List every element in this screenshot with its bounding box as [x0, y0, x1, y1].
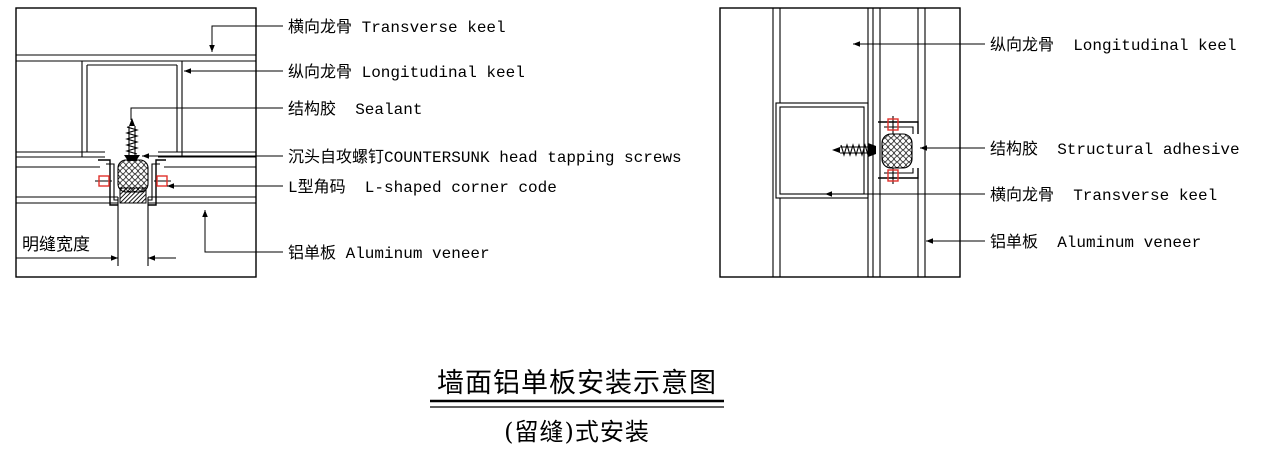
label-longitudinal-keel: 纵向龙骨 Longitudinal keel — [990, 36, 1236, 55]
title-block: 墙面铝单板安装示意图 (留缝)式安装 — [430, 368, 724, 446]
left-bolts — [95, 175, 171, 187]
screw-countersunk-head — [868, 143, 876, 157]
right-aluminum-veneer — [917, 8, 926, 277]
diagram-title: 墙面铝单板安装示意图 — [437, 368, 717, 399]
diagram-subtitle: (留缝)式安装 — [504, 418, 650, 446]
sealant-blob — [117, 159, 149, 193]
screw-threads — [125, 126, 139, 155]
screw-tip — [129, 118, 135, 126]
left-lower-plates — [16, 151, 256, 168]
left-transverse-keel — [16, 54, 256, 62]
structural-adhesive-blob — [881, 133, 913, 169]
leader-aluminum-veneer — [202, 210, 283, 253]
left-l-corner-code — [98, 159, 166, 206]
screw-threads — [840, 143, 869, 157]
screw-tip — [832, 147, 840, 153]
left-labels: 横向龙骨 Transverse keel 纵向龙骨 Longitudinal k… — [288, 18, 682, 263]
corner-code-bottom — [878, 168, 919, 179]
label-longitudinal-keel: 纵向龙骨 Longitudinal keel — [288, 63, 525, 82]
right-labels: 纵向龙骨 Longitudinal keel 结构胶 Structural ad… — [990, 36, 1240, 252]
leader-transverse-keel — [209, 25, 283, 52]
left-leaders — [130, 25, 283, 253]
right-bolts — [887, 116, 899, 184]
corner-code-left — [98, 159, 118, 206]
right-detail-drawing: 纵向龙骨 Longitudinal keel 结构胶 Structural ad… — [719, 7, 1240, 278]
leader-sealant — [130, 107, 283, 120]
label-corner-code: L型角码 L-shaped corner code — [288, 178, 557, 197]
label-structural-adhesive: 结构胶 Structural adhesive — [990, 140, 1240, 159]
corner-code-top — [878, 121, 919, 134]
left-sealant — [117, 159, 149, 204]
right-leaders — [825, 41, 985, 244]
left-longitudinal-keel — [81, 61, 183, 157]
right-corner-code — [878, 121, 919, 179]
bolt-nut-left — [98, 175, 110, 187]
corner-code-top-inner — [884, 126, 914, 134]
right-sealant — [881, 133, 913, 169]
left-joint-dimension: 明缝宽度 — [16, 235, 176, 261]
bolt-nut-bottom — [887, 169, 899, 182]
left-tapping-screw — [124, 118, 140, 161]
right-tapping-screw — [832, 143, 876, 157]
transverse-keel-inner — [779, 106, 865, 195]
corner-code-bottom-inner — [884, 168, 914, 174]
right-frame — [719, 7, 961, 278]
sealant-backing — [119, 187, 147, 204]
label-transverse-keel: 横向龙骨 Transverse keel — [990, 186, 1217, 205]
label-tapping-screws: 沉头自攻螺钉COUNTERSUNK head tapping screws — [288, 148, 682, 167]
corner-code-right-inner — [148, 163, 160, 201]
bolt-nut-right — [156, 175, 168, 187]
label-aluminum-veneer: 铝单板 Aluminum veneer — [288, 244, 490, 263]
corner-code-left-inner — [106, 163, 118, 201]
screw-countersunk-head — [124, 155, 140, 161]
left-frame — [15, 7, 257, 278]
label-aluminum-veneer: 铝单板 Aluminum veneer — [990, 233, 1201, 252]
left-detail-drawing: 明缝宽度 横向龙骨 Transverse keel 纵向龙骨 Longitudi… — [15, 7, 682, 278]
joint-width-label: 明缝宽度 — [22, 235, 90, 256]
label-sealant: 结构胶 Sealant — [288, 100, 422, 119]
corner-code-right — [148, 159, 166, 206]
label-transverse-keel: 横向龙骨 Transverse keel — [288, 18, 506, 37]
left-aluminum-veneer — [16, 196, 256, 266]
bolt-nut-top — [887, 118, 899, 131]
